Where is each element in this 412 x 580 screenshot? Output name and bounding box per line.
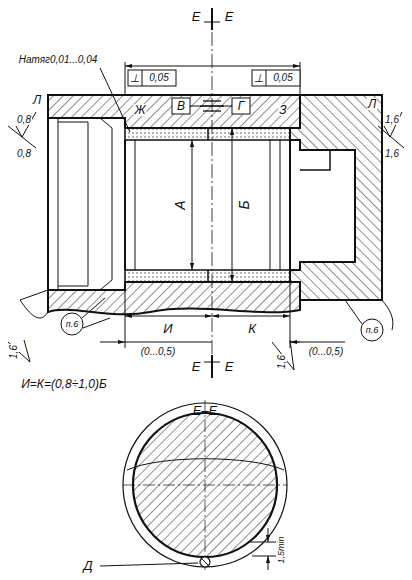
view-letter: Л	[367, 98, 377, 110]
roughness-value: 1,6	[277, 354, 287, 370]
tolerance-symbol: ⊥	[254, 73, 264, 84]
length-formula: И=К=(0,8÷1,0)Б	[21, 378, 106, 390]
tolerance-value: 0,05	[273, 73, 292, 83]
datum-letter: В	[177, 100, 185, 112]
fit-note: Натяг0,01...0,04	[18, 55, 99, 65]
roughness-value: 0,8	[16, 115, 32, 125]
datum-letter: З	[278, 104, 287, 116]
section-title: Е–Е	[193, 404, 218, 417]
gap-dimension: (0...0,5)	[140, 347, 176, 357]
section-letter: Е	[192, 10, 201, 23]
tolerance-symbol: ⊥	[130, 73, 140, 84]
diameter-letter: А	[173, 199, 187, 210]
note-ref: п.6	[366, 326, 378, 335]
roughness-value: 1,6	[9, 344, 19, 360]
view-letter: Л	[32, 94, 42, 106]
min-dimension: 1,5min	[277, 535, 286, 564]
roughness-value: 1,6	[384, 115, 400, 125]
gap-dimension: (0...0,5)	[308, 347, 344, 357]
roughness-value: 1,6	[384, 149, 400, 159]
hole-letter: Д	[82, 559, 93, 572]
section-letter: Е	[225, 360, 234, 373]
section-letter: Е	[225, 10, 234, 23]
datum-letter: Ж	[133, 104, 146, 116]
note-ref: п.6	[66, 320, 78, 329]
length-letter: И	[162, 322, 173, 335]
roughness-value: 0,8	[16, 149, 32, 159]
length-letter: К	[247, 322, 257, 335]
section-letter: Е	[192, 360, 201, 373]
diameter-letter: Б	[237, 199, 251, 210]
datum-letter: Г	[238, 100, 245, 112]
tolerance-value: 0,05	[149, 73, 168, 83]
